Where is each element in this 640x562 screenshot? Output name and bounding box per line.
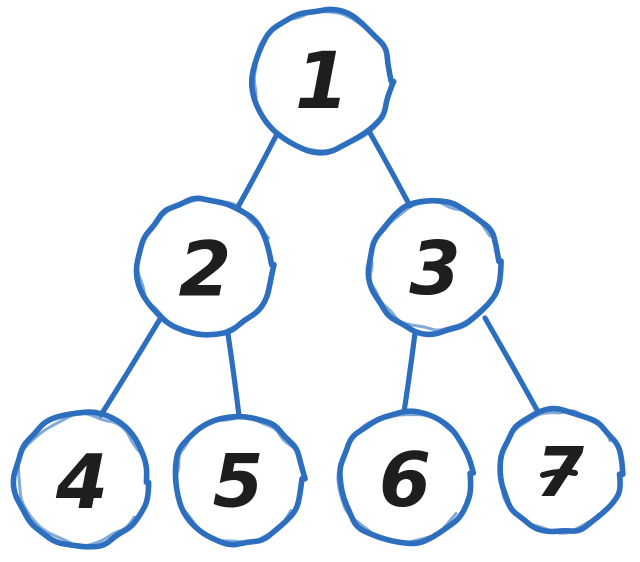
node-outline-overdraw (252, 10, 386, 153)
tree-edge-n3-n6 (401, 330, 418, 415)
node-outline-overdraw (368, 199, 494, 332)
edge-stroke-overdraw (235, 133, 280, 208)
edge-stroke-overdraw (369, 132, 411, 207)
tree-node-1[interactable]: 1 (248, 6, 397, 156)
node-outline-overdraw (135, 198, 271, 337)
tree-edge-n2-n5 (225, 331, 242, 419)
tree-edge-n1-n2 (235, 131, 280, 210)
tree-edge-n3-n7 (482, 315, 540, 413)
seven-crossbar-icon (540, 468, 578, 478)
tree-edge-n1-n3 (367, 130, 413, 209)
edge-stroke-overdraw (401, 332, 418, 413)
tree-node-7[interactable]: 7 (497, 405, 626, 535)
node-outline-overdraw (336, 413, 468, 545)
node-label-4: 4 (55, 438, 108, 526)
tree-node-6[interactable]: 6 (336, 408, 477, 547)
node-fill (175, 417, 301, 543)
tree-node-5[interactable]: 5 (172, 413, 308, 548)
edge-stroke-overdraw (227, 333, 240, 417)
node-outline (365, 197, 504, 338)
node-outline-overdraw (16, 411, 142, 548)
tree-node-3[interactable]: 3 (365, 197, 504, 338)
node-outline-overdraw (173, 416, 295, 545)
edge-stroke-overdraw (484, 317, 538, 411)
node-fill (17, 415, 147, 545)
node-label-3: 3 (409, 226, 461, 312)
node-outline-overdraw (499, 409, 616, 535)
edge-stroke-overdraw (98, 318, 163, 416)
node-label-6: 6 (379, 436, 431, 524)
node-label-1: 1 (295, 37, 349, 127)
node-label-5: 5 (213, 440, 264, 525)
node-fill (254, 12, 390, 148)
node-fill (340, 413, 470, 543)
node-fill (371, 203, 499, 331)
tree-node-4[interactable]: 4 (10, 409, 152, 550)
node-outline (10, 409, 152, 550)
node-fill (139, 201, 271, 333)
node-label-2: 2 (179, 225, 232, 314)
edge-layer (98, 130, 540, 419)
tree-edge-n2-n4 (98, 316, 163, 418)
tree-node-2[interactable]: 2 (133, 195, 277, 338)
